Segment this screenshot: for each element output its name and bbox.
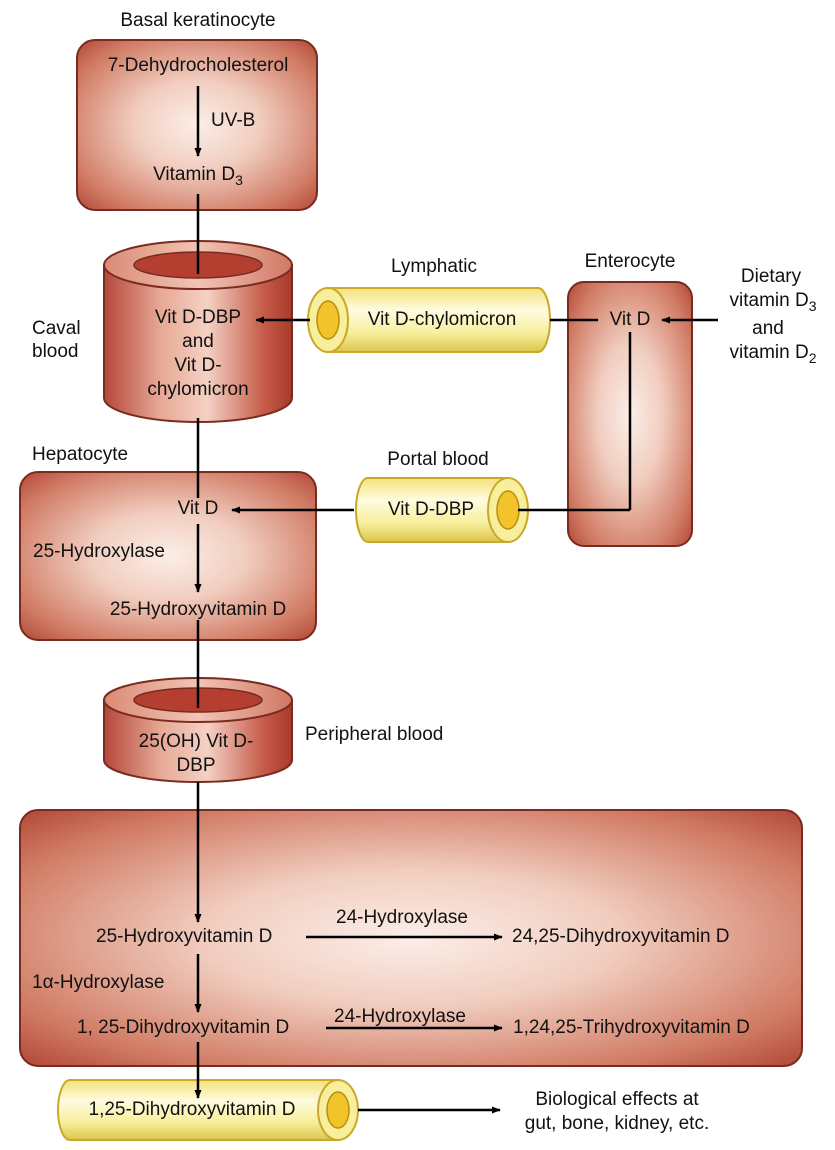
caval-content-2: and xyxy=(182,331,214,352)
active-calcitriol-label: 1, 25-Dihydroxyvitamin D xyxy=(77,1017,290,1038)
hepatocyte-product: 25-Hydroxyvitamin D xyxy=(109,599,287,620)
effects-line2: gut, bone, kidney, etc. xyxy=(524,1113,710,1134)
dihydroxy-24-25-label: 24,25-Dihydroxyvitamin D xyxy=(512,926,730,947)
lymphatic-tube xyxy=(307,287,551,353)
dietary-line2: vitamin D3 xyxy=(729,290,817,314)
caval-label-1: Caval xyxy=(32,318,81,339)
enterocyte-vitd: Vit D xyxy=(609,309,651,330)
hepatocyte-vitd: Vit D xyxy=(177,498,219,519)
peripheral-label: Peripheral blood xyxy=(305,724,444,745)
peripheral-content-2: DBP xyxy=(176,755,216,776)
dietary-line4: vitamin D2 xyxy=(729,342,817,366)
lymphatic-label: Lymphatic xyxy=(391,256,477,277)
enterocyte-label: Enterocyte xyxy=(584,251,676,272)
hepatocyte-box xyxy=(19,471,317,641)
caval-content-4: chylomicron xyxy=(147,379,249,400)
peripheral-content-1: 25(OH) Vit D- xyxy=(138,731,254,752)
vitamin-d3-label: Vitamin D3 xyxy=(153,164,243,188)
caval-label-2: blood xyxy=(32,341,79,362)
portal-content: Vit D-DBP xyxy=(387,499,475,520)
uvb-label: UV-B xyxy=(211,110,256,131)
hydroxylase25-label: 25-Hydroxylase xyxy=(33,541,165,562)
dietary-line3: and xyxy=(752,318,784,339)
hepatocyte-label: Hepatocyte xyxy=(32,444,129,465)
kidney-substrate: 25-Hydroxyvitamin D xyxy=(96,926,273,947)
hydroxylase24-b-label: 24-Hydroxylase xyxy=(334,1006,466,1027)
caval-content-1: Vit D-DBP xyxy=(154,307,242,328)
keratinocyte-title: Basal keratinocyte xyxy=(120,10,276,31)
caval-content-3: Vit D- xyxy=(174,355,222,376)
portal-label: Portal blood xyxy=(387,449,489,470)
hydroxylase24-a-label: 24-Hydroxylase xyxy=(336,907,468,928)
portal-blood-tube xyxy=(355,477,529,543)
precursor-label: 7-Dehydrocholesterol xyxy=(107,55,289,76)
dietary-line1: Dietary xyxy=(740,266,802,287)
output-tube xyxy=(57,1079,359,1141)
output-content: 1,25-Dihydroxyvitamin D xyxy=(88,1099,296,1120)
lymphatic-content: Vit D-chylomicron xyxy=(367,309,517,330)
trihydroxy-label: 1,24,25-Trihydroxyvitamin D xyxy=(513,1017,750,1038)
effects-line1: Biological effects at xyxy=(535,1089,699,1110)
hydroxylase1a-label: 1α-Hydroxylase xyxy=(32,972,165,993)
